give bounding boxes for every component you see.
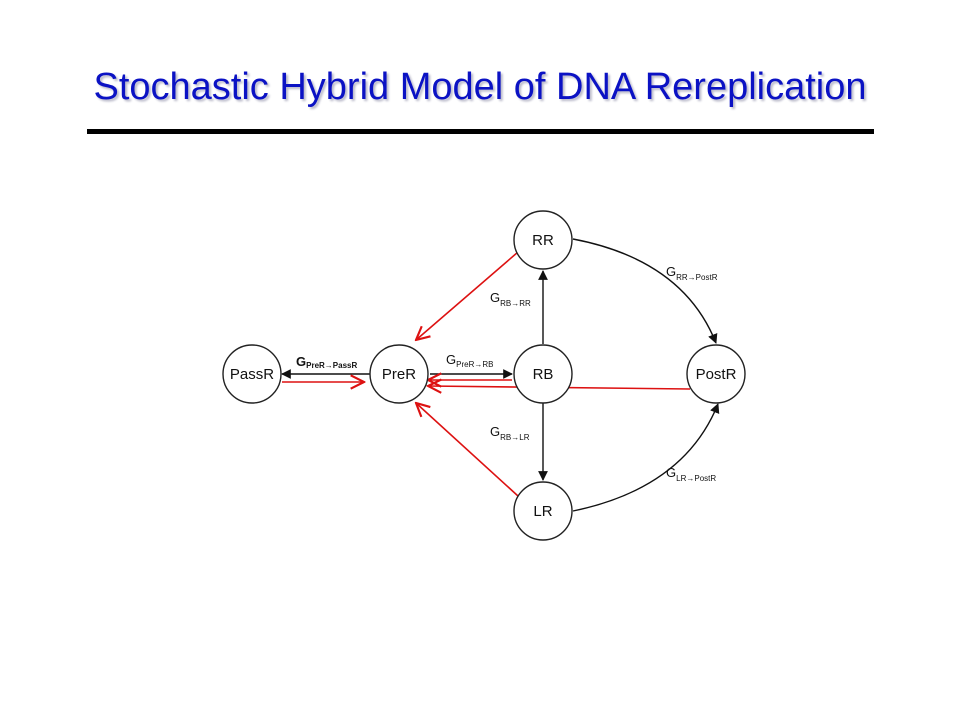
- label-rb-lr-main: G: [490, 424, 500, 439]
- node-passr-label: PassR: [230, 366, 274, 383]
- label-prer-rb-main: G: [446, 352, 456, 367]
- label-rr-postr-sub: RR→PostR: [676, 273, 718, 282]
- label-prer-passr-main: G: [296, 354, 306, 369]
- label-rr-postr-main: G: [666, 264, 676, 279]
- red-edge-rr-to-prer: [416, 251, 519, 340]
- node-lr-label: LR: [533, 503, 552, 520]
- label-prer-passr-sub: PreR→PassR: [306, 361, 357, 370]
- label-prer-passr: GPreR→PassR: [296, 354, 357, 370]
- label-rb-rr: GRB→RR: [490, 290, 531, 308]
- label-rb-rr-sub: RB→RR: [500, 299, 531, 308]
- edge-rr-to-postr: [572, 238, 718, 344]
- label-rr-postr: GRR→PostR: [666, 264, 718, 282]
- title-divider: [87, 129, 874, 134]
- label-lr-postr-main: G: [666, 465, 676, 480]
- label-lr-postr: GLR→PostR: [666, 465, 716, 483]
- node-passr: PassR: [222, 344, 282, 404]
- label-prer-rb-sub: PreR→RB: [456, 360, 493, 369]
- label-prer-rb: GPreR→RB: [446, 352, 493, 369]
- edge-lr-to-postr: [572, 403, 720, 512]
- red-edge-lr-to-prer: [416, 403, 519, 497]
- slide-title: Stochastic Hybrid Model of DNA Rereplica…: [93, 66, 867, 108]
- label-lr-postr-sub: LR→PostR: [676, 474, 716, 483]
- label-rb-rr-main: G: [490, 290, 500, 305]
- node-postr-label: PostR: [696, 366, 737, 383]
- node-rb: RB: [513, 344, 573, 404]
- label-rb-lr-sub: RB→LR: [500, 433, 530, 442]
- label-rb-lr: GRB→LR: [490, 424, 530, 442]
- node-rb-label: RB: [533, 366, 554, 383]
- node-lr: LR: [513, 481, 573, 541]
- node-rr: RR: [513, 210, 573, 270]
- node-prer-label: PreR: [382, 366, 416, 383]
- node-rr-label: RR: [532, 232, 554, 249]
- node-prer: PreR: [369, 344, 429, 404]
- node-postr: PostR: [686, 344, 746, 404]
